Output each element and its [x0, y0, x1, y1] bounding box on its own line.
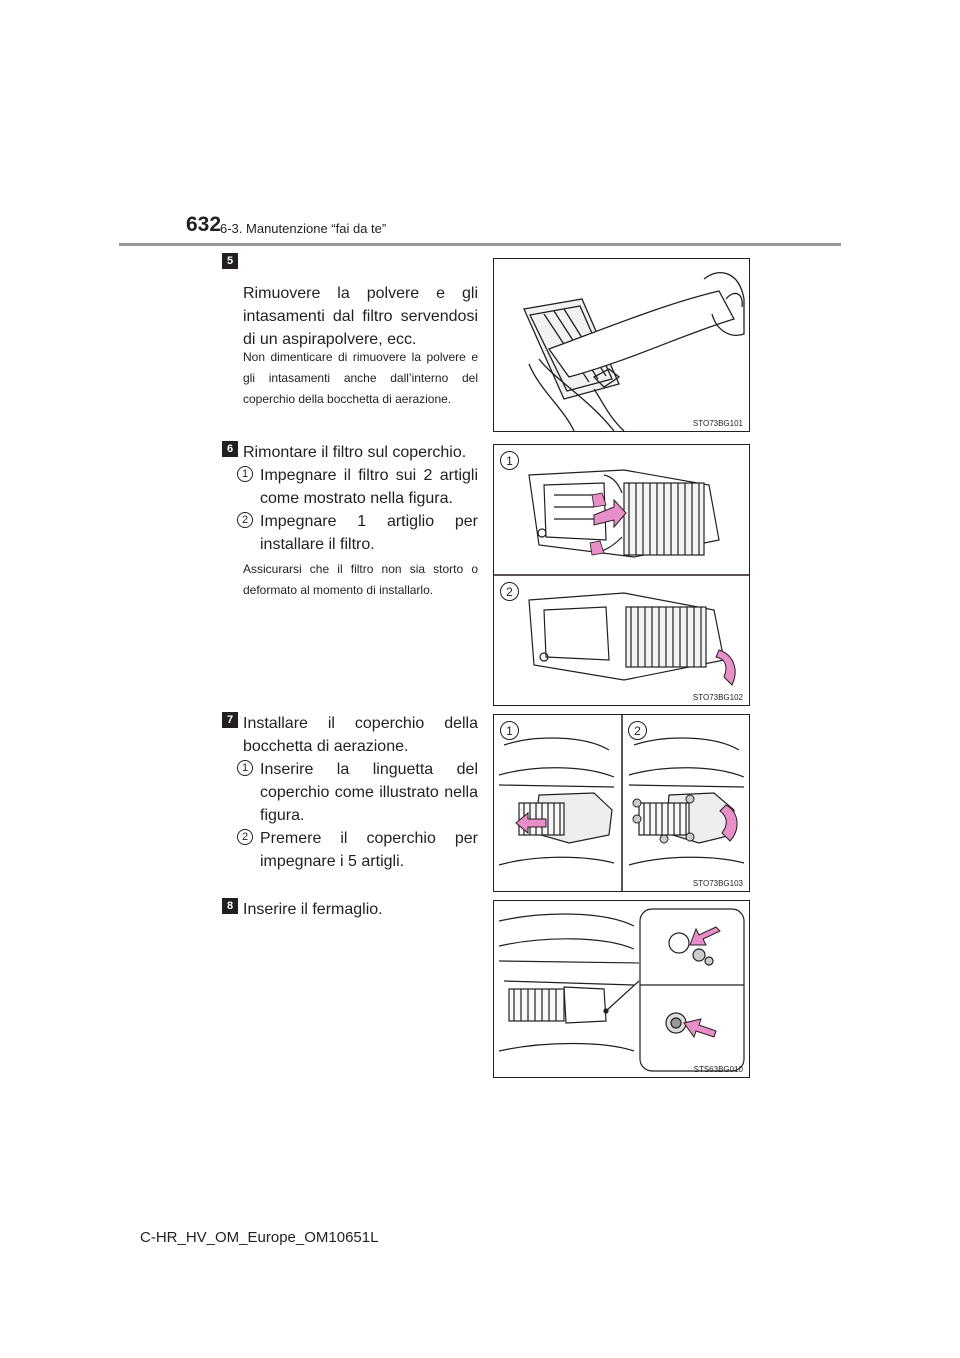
- substep-badge: 1: [237, 760, 253, 776]
- figure-label: 1: [500, 721, 519, 740]
- figure-vacuum-filter: STO73BG101: [493, 258, 750, 432]
- document-id: C-HR_HV_OM_Europe_OM10651L: [140, 1229, 379, 1246]
- figure-install-cover: 1 2 STO73BG103: [493, 714, 750, 892]
- substep-badge: 1: [237, 466, 253, 482]
- figure-filter-reinstall: 1 2 STO73BG102: [493, 444, 750, 706]
- step-badge-8: 8: [222, 898, 238, 914]
- figure-code: STO73BG102: [692, 693, 743, 702]
- figure-code: STS63BG010: [693, 1065, 743, 1074]
- step-5-text: Rimuovere la polvere e gli intasamenti d…: [243, 285, 478, 348]
- substep-badge: 2: [237, 512, 253, 528]
- figure-insert-clip: STS63BG010: [493, 900, 750, 1078]
- step-7-text: Installare il coperchio della bocchetta …: [243, 715, 478, 755]
- section-title: 6-3. Manutenzione “fai da te”: [220, 221, 387, 236]
- substep-text: Impegnare il filtro sui 2 artigli come m…: [260, 467, 478, 507]
- substep-text: Inserire la linguetta del coperchio come…: [260, 761, 478, 824]
- figure-label: 2: [500, 582, 519, 601]
- step-6-text: Rimontare il filtro sul coperchio.: [243, 444, 467, 461]
- page-number: 632: [186, 213, 222, 236]
- step-6-note: Assicurarsi che il filtro non sia storto…: [243, 562, 478, 597]
- substep-text: Impegnare 1 artiglio per installare il f…: [260, 513, 478, 553]
- cover-install-illustration: [498, 715, 745, 891]
- figure-code: STO73BG103: [692, 879, 743, 888]
- substep-text: Premere il coperchio per impegnare i 5 a…: [260, 830, 478, 870]
- step-8-text: Inserire il fermaglio.: [243, 901, 383, 918]
- step-badge-5: 5: [222, 253, 238, 269]
- clip-insert-illustration: [498, 908, 745, 1072]
- header-rule: [119, 243, 841, 246]
- figure-label: 2: [628, 721, 647, 740]
- step-badge-7: 7: [222, 712, 238, 728]
- substep-badge: 2: [237, 829, 253, 845]
- filter-cover-illustration: [494, 469, 749, 686]
- step-5-note: Non dimenticare di rimuovere la polvere …: [243, 350, 478, 406]
- figure-label: 1: [500, 451, 519, 470]
- vacuum-illustration: [523, 271, 745, 431]
- figure-code: STO73BG101: [692, 419, 743, 428]
- step-badge-6: 6: [222, 441, 238, 457]
